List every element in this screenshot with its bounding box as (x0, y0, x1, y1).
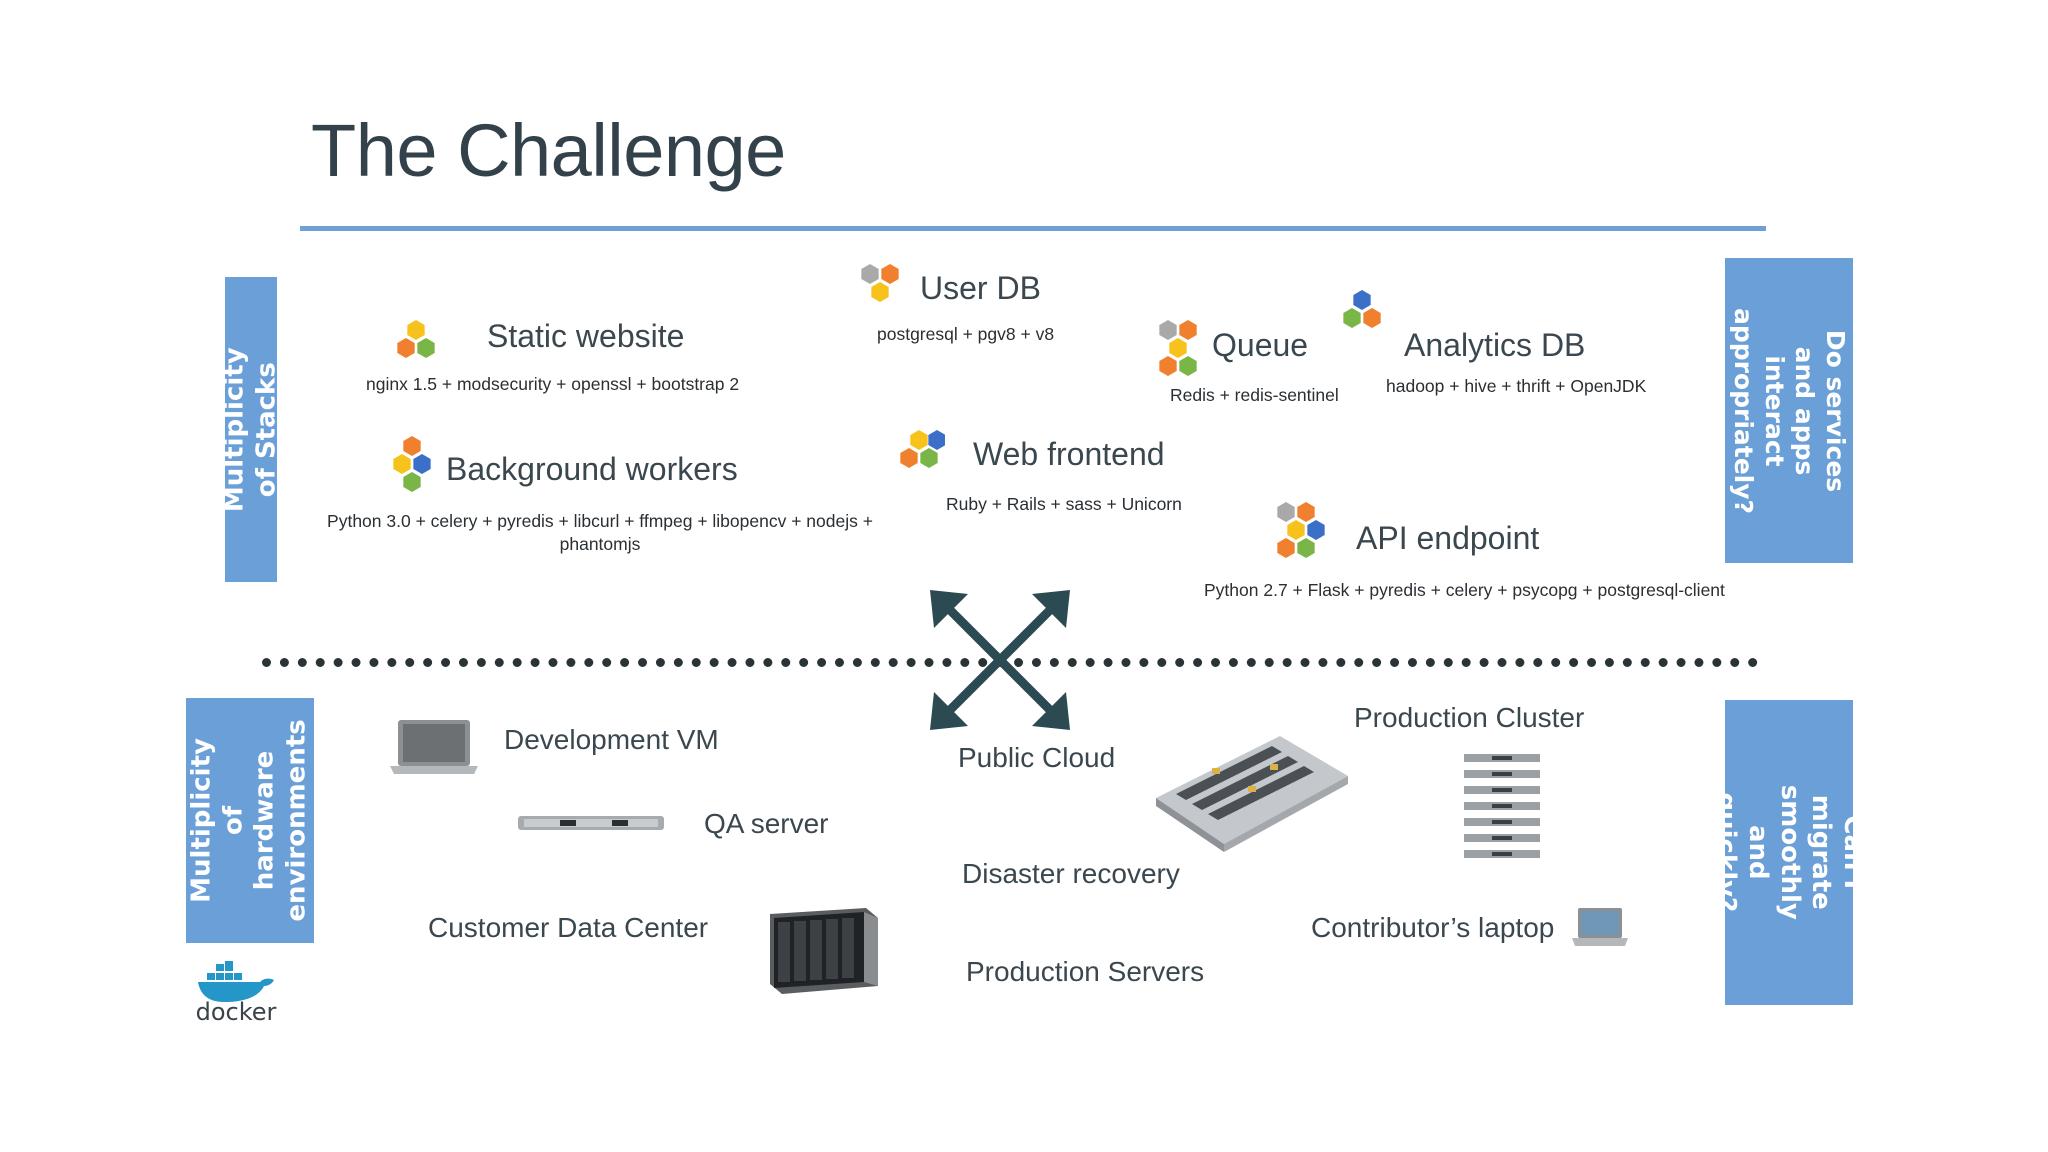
service-background-workers-desc: Python 3.0 + celery + pyredis + libcurl … (327, 511, 873, 554)
stacks-side-label-text: Multiplicity of Stacks (219, 347, 281, 512)
service-web-frontend-desc: Ruby + Rails + sass + Unicorn (946, 494, 1182, 514)
customer-data-center-blade-server-icon (770, 908, 878, 994)
hardware-side-label-text: Multiplicity of hardware environments (186, 719, 312, 922)
service-queue-name: Queue (1212, 327, 1309, 363)
static-website-hexagon-cluster-icon (397, 320, 435, 358)
service-user-db-name: User DB (920, 270, 1041, 306)
service-static-website-name: Static website (487, 318, 685, 354)
web-frontend-hexagon-cluster-icon (900, 430, 945, 468)
development-vm-laptop-icon (390, 720, 478, 774)
queue-hexagon-cluster-icon (1159, 320, 1197, 376)
production-cluster-server-stack-icon (1464, 754, 1540, 858)
services-question-label-text: Do services and apps interact appropriat… (1729, 307, 1851, 514)
env-qa-server: QA server (704, 808, 829, 839)
service-queue-desc: Redis + redis-sentinel (1170, 385, 1339, 405)
env-development-vm: Development VM (504, 724, 719, 755)
user-db-hexagon-cluster-icon (861, 264, 899, 302)
title-underline (300, 226, 1766, 231)
cross-arrows-icon (930, 590, 1070, 730)
background-workers-hexagon-cluster-icon (393, 436, 431, 492)
env-customer-data-center: Customer Data Center (428, 912, 709, 943)
service-api-endpoint-name: API endpoint (1356, 520, 1540, 556)
service-user-db-desc: postgresql + pgv8 + v8 (877, 324, 1055, 344)
docker-whale-icon (198, 961, 274, 1002)
production-cluster-server-board-icon (1156, 736, 1348, 852)
analytics-db-hexagon-cluster-icon (1343, 290, 1381, 328)
api-endpoint-hexagon-cluster-icon (1277, 502, 1325, 558)
service-analytics-db-desc: hadoop + hive + thrift + OpenJDK (1386, 376, 1647, 396)
hardware-side-label: Multiplicity of hardware environments (186, 698, 314, 943)
service-background-workers-name: Background workers (446, 451, 738, 487)
docker-logo-text: docker (195, 998, 277, 1026)
qa-rack-server-icon (518, 816, 664, 830)
contributors-laptop-icon (1572, 908, 1628, 946)
slide-title: The Challenge (311, 109, 786, 192)
migrate-question-label-text: Can I migrate smoothly and quickly? (1711, 784, 1869, 921)
migrate-question-label: Can I migrate smoothly and quickly? (1711, 700, 1868, 1005)
env-disaster-recovery: Disaster recovery (962, 858, 1180, 889)
env-production-servers: Production Servers (966, 956, 1205, 987)
service-web-frontend-name: Web frontend (973, 436, 1165, 472)
env-public-cloud: Public Cloud (958, 742, 1116, 773)
service-analytics-db-name: Analytics DB (1404, 327, 1586, 363)
stacks-side-label: Multiplicity of Stacks (219, 277, 281, 582)
section-divider (262, 658, 1758, 667)
env-production-cluster: Production Cluster (1354, 702, 1585, 733)
env-contributors-laptop: Contributor’s laptop (1311, 912, 1555, 943)
service-static-website-desc: nginx 1.5 + modsecurity + openssl + boot… (366, 374, 740, 394)
services-question-label: Do services and apps interact appropriat… (1725, 258, 1853, 563)
service-api-endpoint-desc: Python 2.7 + Flask + pyredis + celery + … (1204, 580, 1725, 600)
